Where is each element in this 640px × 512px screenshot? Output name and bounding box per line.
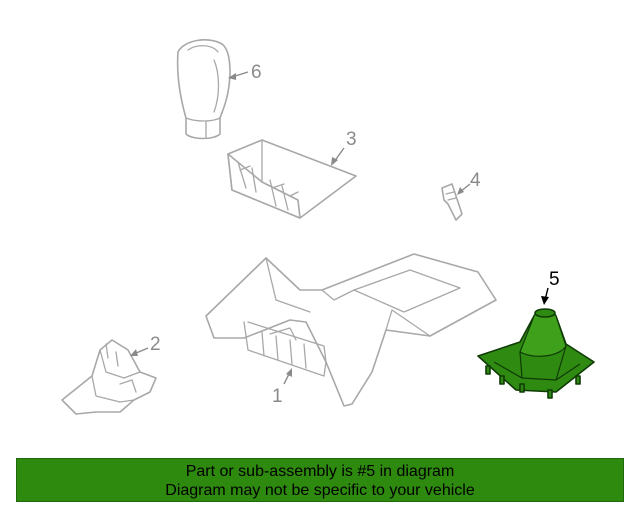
callout-4: 4: [457, 170, 481, 195]
callout-2-label: 2: [150, 334, 161, 355]
banner-line-2: Diagram may not be specific to your vehi…: [165, 482, 475, 499]
notice-banner: Part or sub-assembly is #5 in diagram Di…: [16, 458, 624, 502]
part-6-shift-knob: [176, 39, 231, 140]
callout-3-label: 3: [346, 129, 357, 150]
callout-1: 1: [272, 368, 292, 407]
part-2-shifter-bracket: [61, 339, 157, 415]
callout-6: 6: [228, 62, 262, 83]
part-5-shift-boot: [477, 308, 595, 399]
callout-3: 3: [331, 129, 357, 166]
part-4-clip: [441, 183, 463, 221]
callout-1-label: 1: [272, 386, 283, 407]
part-3-console-tray: [227, 139, 357, 219]
callout-5: 5: [541, 269, 560, 305]
callout-2: 2: [130, 334, 161, 356]
parts-diagram: 6 3 4 1: [61, 39, 595, 415]
callout-5-label: 5: [549, 269, 560, 290]
callout-6-label: 6: [251, 62, 262, 83]
part-1-center-console: [205, 253, 497, 407]
banner-line-1: Part or sub-assembly is #5 in diagram: [185, 463, 455, 480]
callout-4-label: 4: [470, 170, 481, 191]
